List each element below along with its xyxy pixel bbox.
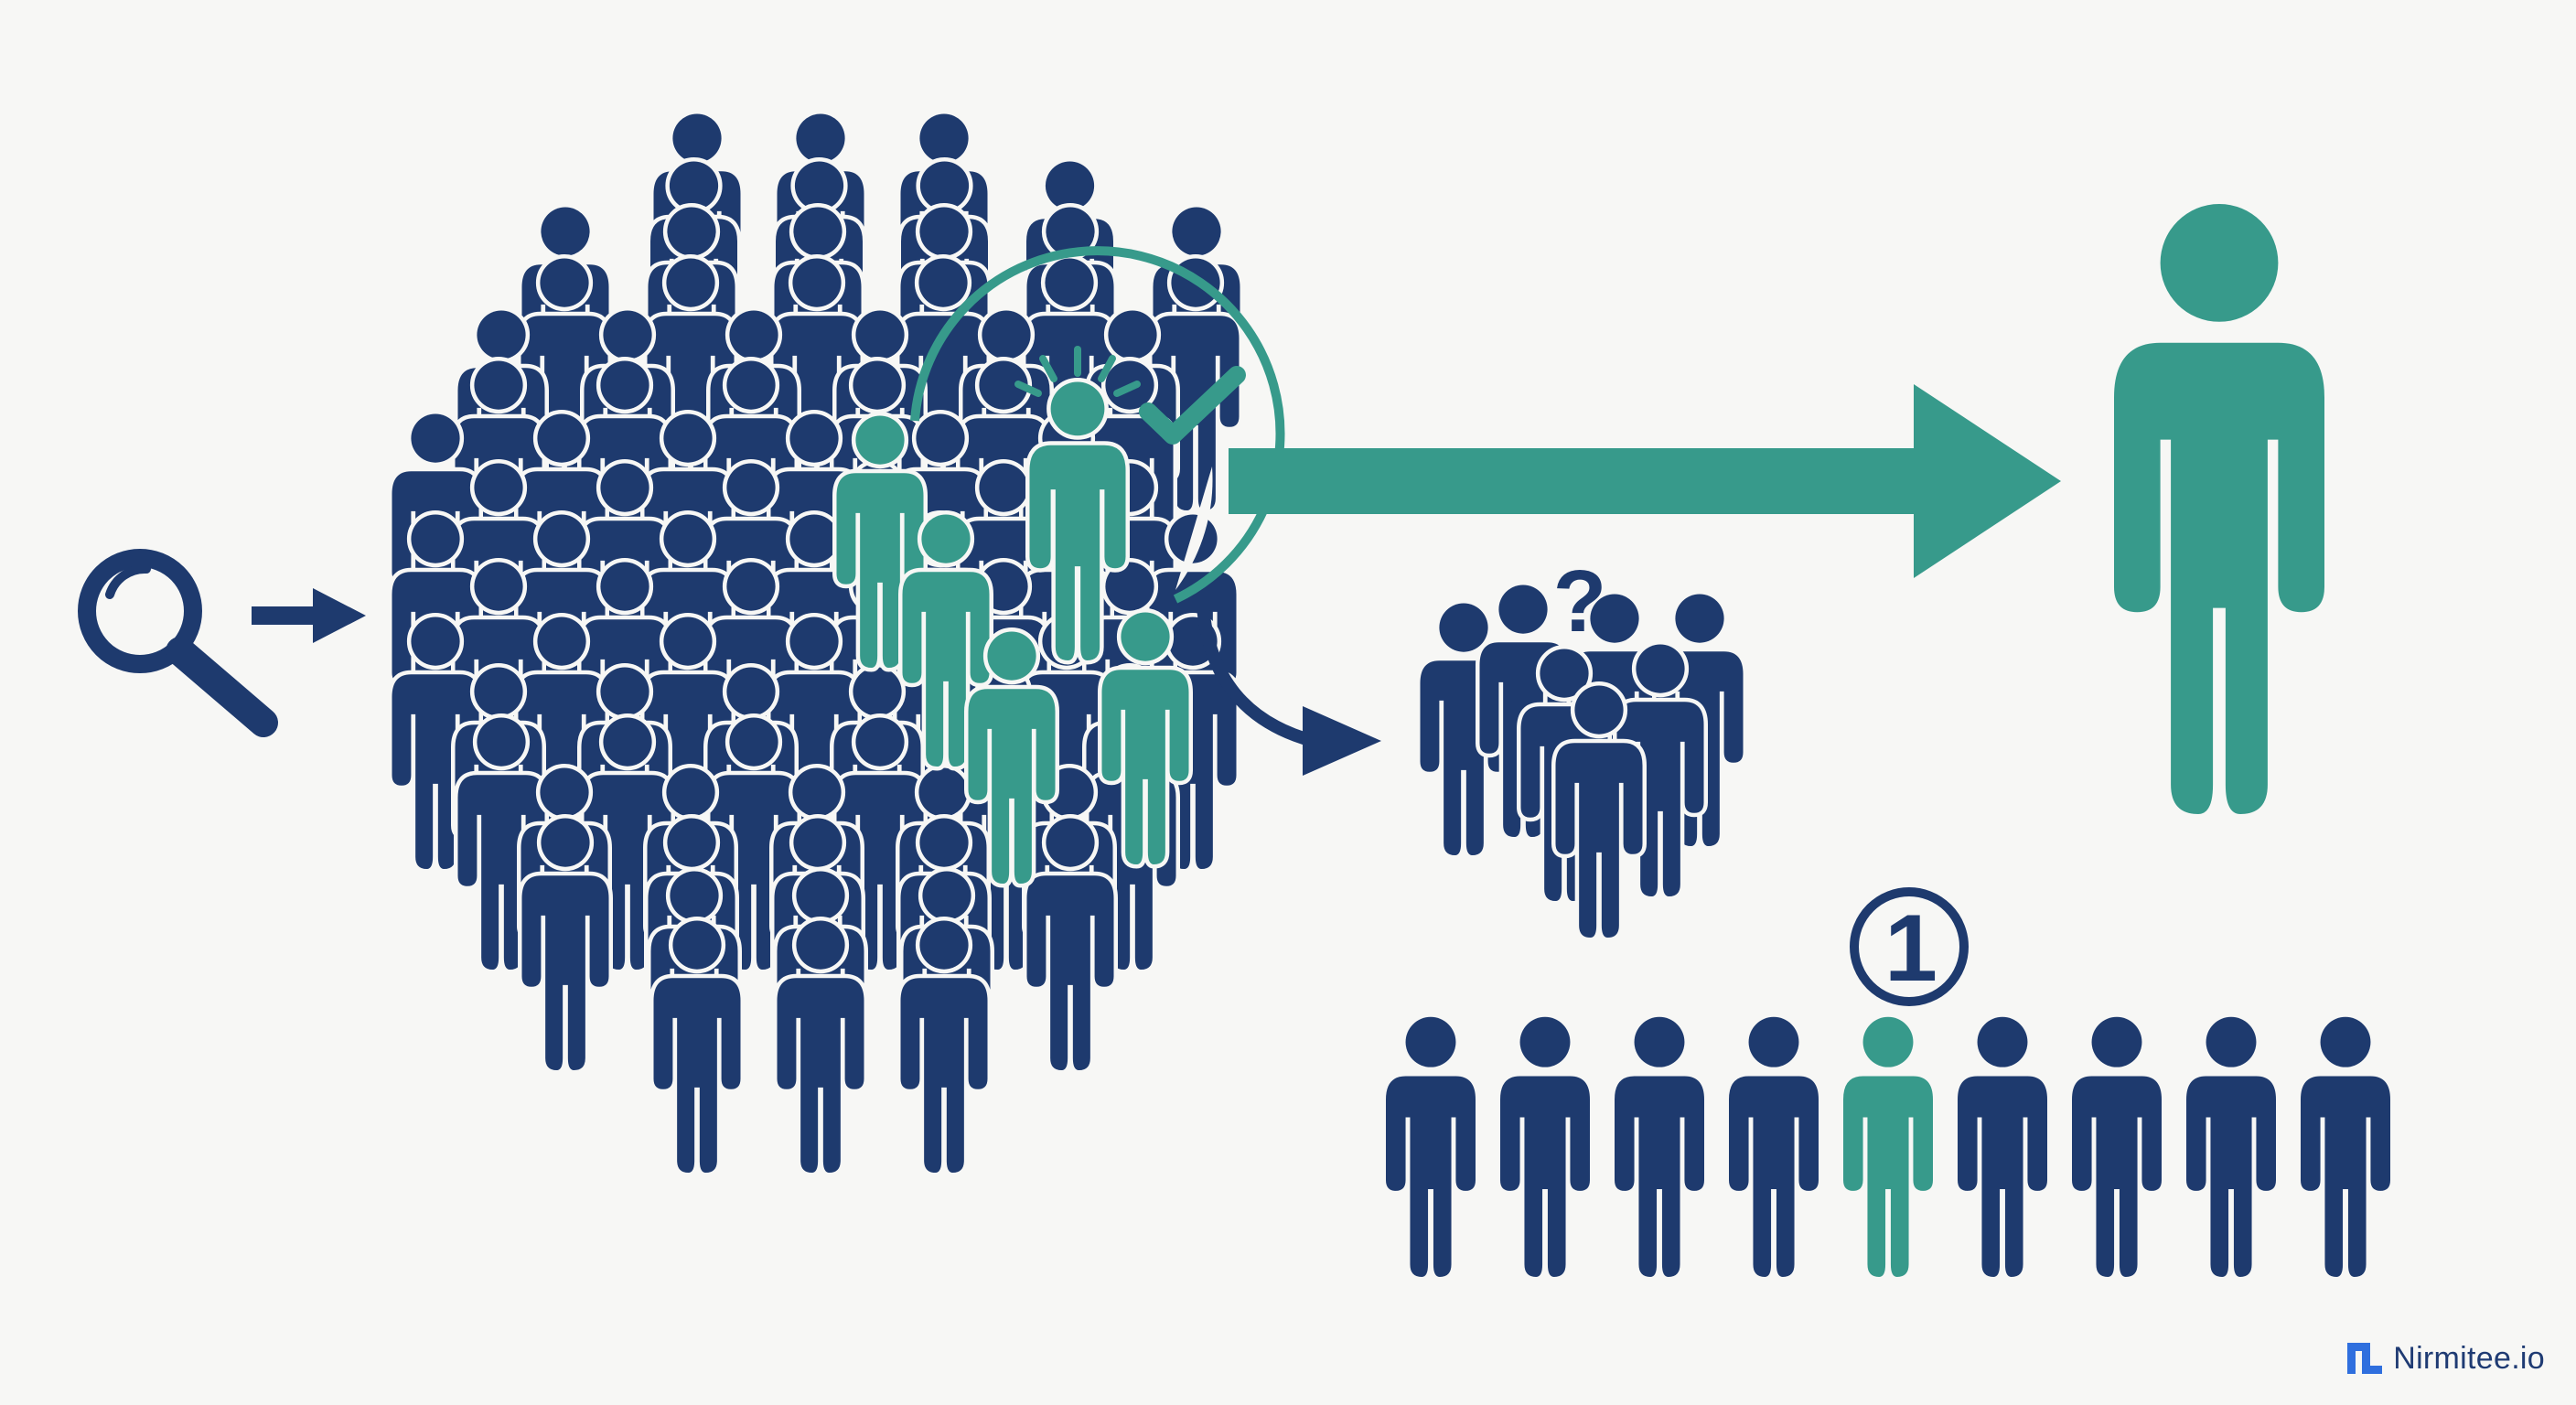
- person-icon: [1958, 1016, 2047, 1277]
- selection-highlight: [910, 246, 1285, 660]
- person-icon: [1843, 1016, 1933, 1277]
- number-one-circle-icon: 1: [1850, 887, 1969, 1006]
- rejection-arrow: [1197, 606, 1381, 776]
- brand-name: Nirmitee.io: [2393, 1340, 2545, 1376]
- rank-number: 1: [1884, 896, 1937, 1002]
- person-icon: [1729, 1016, 1819, 1277]
- brand-logo-icon: [2347, 1343, 2383, 1374]
- selection-arrow: [1229, 384, 2061, 578]
- person-icon: [1500, 1016, 1590, 1277]
- ranked-row: [1386, 1016, 2390, 1277]
- checkmark-icon: [1139, 366, 1246, 445]
- person-icon: [2072, 1016, 2162, 1277]
- person-icon: [1615, 1016, 1704, 1277]
- question-mark: ?: [1553, 552, 1607, 650]
- lightbulb-rays-icon: [1014, 346, 1141, 397]
- person-icon: [1386, 1016, 1476, 1277]
- person-icon: [2186, 1016, 2276, 1277]
- brand: Nirmitee.io: [2345, 1339, 2545, 1378]
- chosen-person: [2114, 204, 2324, 814]
- search-group: [78, 549, 366, 737]
- person-icon: [2301, 1016, 2390, 1277]
- crowd: [392, 113, 1240, 1173]
- arrow-icon: [252, 588, 366, 643]
- person-icon: [2114, 204, 2324, 814]
- magnifying-glass-icon: [78, 549, 278, 737]
